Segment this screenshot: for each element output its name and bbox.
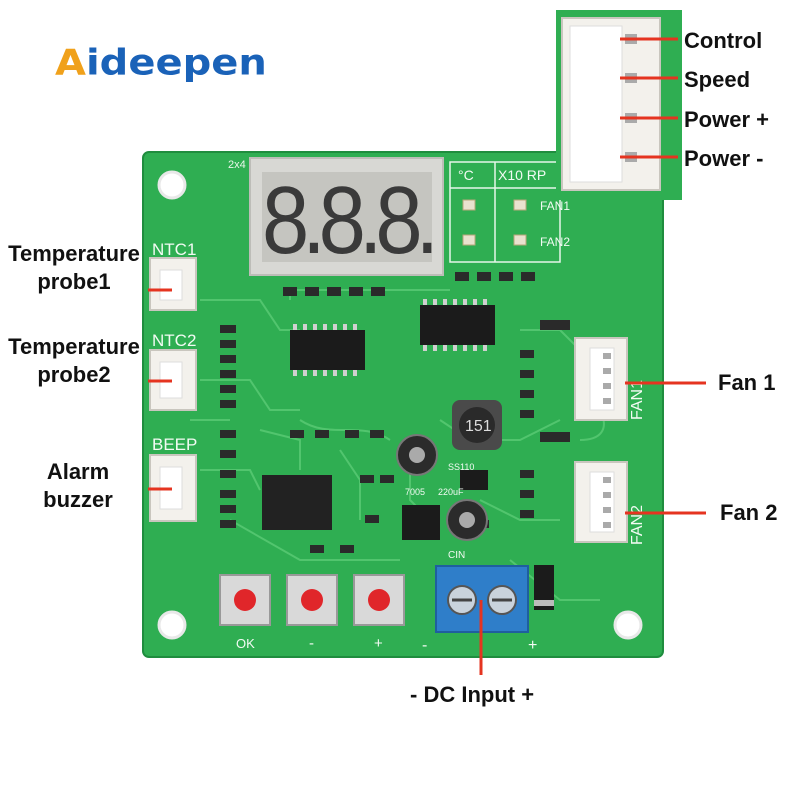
mounting-holes [157,170,643,640]
svg-text:SS110: SS110 [448,462,474,472]
minus-silk: - [309,635,314,652]
ic-chips [262,305,495,540]
inset-fan-connector [556,10,682,200]
callout-lines [148,37,706,675]
celsius-silk: °C [458,167,474,183]
svg-text:2x4: 2x4 [228,159,246,171]
brand-logo: Aideepen [55,42,267,84]
pin-label-control: Control [684,28,763,53]
svg-text:CIN: CIN [448,550,465,561]
led-indicator-area [449,161,561,263]
dc-minus-silk: - [422,637,427,654]
callout-alarm-buzzer: Alarm buzzer [43,459,113,512]
diode [534,565,554,610]
resistor-row [283,272,535,296]
display-digits: 8.8.8. [262,167,432,274]
pin-label-power-minus: Power - [684,146,764,171]
ntc1-connector [149,257,197,311]
ntc2-silk: NTC2 [152,331,196,350]
fan2-led-silk: FAN2 [540,235,570,249]
svg-text:220uF: 220uF [438,487,464,497]
callout-dc-input: - DC Input + [410,682,535,707]
ok-silk: OK [236,636,255,651]
beep-silk: BEEP [152,435,197,454]
callout-temperature-probe2: Temperature probe2 [8,334,140,387]
fan1-port-silk: FAN1 [629,380,646,420]
fan2-connector [574,461,628,543]
pin-label-speed: Speed [684,67,751,92]
plus-button [353,574,405,626]
status-leds [462,199,527,246]
plus-silk: + [374,635,383,652]
ok-button [219,574,271,626]
minus-button [286,574,338,626]
callout-fan1: Fan 1 [718,370,776,395]
capacitors [396,434,488,541]
smd-components [220,320,570,553]
callout-temperature-probe1: Temperature probe1 [8,241,140,294]
svg-text:7005: 7005 [405,487,425,497]
pin-label-power-plus: Power + [684,107,769,132]
svg-text:151: 151 [465,418,492,435]
fan1-led-silk: FAN1 [540,199,570,213]
inductor: 151 [452,400,502,450]
x10rpm-silk: X10 RP [498,167,546,183]
fan1-connector [574,337,628,421]
ntc1-silk: NTC1 [152,240,196,259]
fan2-port-silk: FAN2 [629,505,646,545]
ic-pins [293,299,487,376]
dc-plus-silk: + [528,637,537,654]
callout-fan2: Fan 2 [720,500,778,525]
